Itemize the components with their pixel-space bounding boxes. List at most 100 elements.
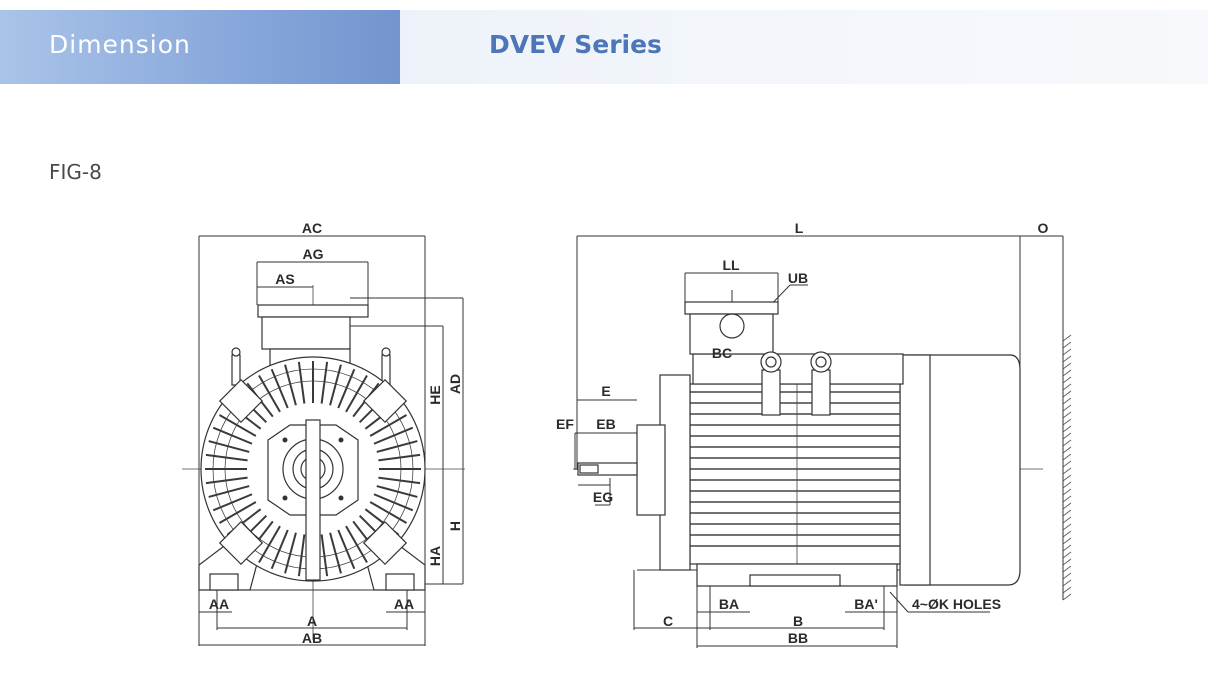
dim-aa-left: AA (209, 596, 229, 612)
fin-line (378, 476, 421, 485)
fin-line (337, 529, 356, 570)
fin-line (369, 414, 408, 437)
hatch-line (1062, 565, 1072, 573)
hatch-line (1062, 460, 1072, 468)
dim-ba: BA (719, 596, 739, 612)
dim-o: O (1038, 220, 1049, 236)
dim-bb: BB (788, 630, 808, 646)
fin-line (218, 414, 257, 437)
fin-line (373, 426, 414, 445)
hatch-line (1062, 341, 1072, 349)
dim-eb: EB (596, 416, 615, 432)
hatch-line (1062, 558, 1072, 566)
fin-line (369, 501, 408, 524)
fin-line (337, 368, 356, 409)
fin-line (208, 485, 250, 498)
fin-line (258, 525, 281, 564)
dim-h: H (447, 521, 463, 531)
hatch-line (1062, 439, 1072, 447)
tab-dimension[interactable]: Dimension (0, 10, 400, 84)
dim-a: A (307, 613, 317, 629)
fin-line (218, 501, 257, 524)
dim-ba-prime: BA' (854, 596, 878, 612)
dim-ef: EF (556, 416, 574, 432)
hatch-line (1062, 481, 1072, 489)
hatch-line (1062, 544, 1072, 552)
dim-c: C (663, 613, 673, 629)
dim-l: L (795, 220, 804, 236)
hatch-line (1062, 432, 1072, 440)
fin-line (212, 493, 253, 512)
fin-line (284, 364, 297, 406)
hatch-line (1062, 502, 1072, 510)
hatch-line (1062, 467, 1072, 475)
hatch-line (1062, 397, 1072, 405)
hatch-line (1062, 418, 1072, 426)
hatch-line (1062, 362, 1072, 370)
figure-label: FIG-8 (49, 160, 102, 184)
dim-e: E (601, 383, 610, 399)
header-bar: Dimension DVEV Series (0, 10, 1208, 84)
dim-ab: AB (302, 630, 322, 646)
hatch-line (1062, 516, 1072, 524)
hatch-line (1062, 572, 1072, 580)
fin-line (329, 364, 342, 406)
hatch-line (1062, 551, 1072, 559)
side-view: L O LL UB BC E EF EB EG C BA B BA' BB 4~… (556, 220, 1072, 648)
hatch-line (1062, 488, 1072, 496)
fin-line (320, 534, 329, 577)
hatch-line (1062, 411, 1072, 419)
fin-line (378, 453, 421, 462)
fin-line (297, 534, 306, 577)
fin-line (345, 374, 368, 413)
hatch-line (1062, 586, 1072, 594)
hatch-line (1062, 593, 1072, 601)
dim-b: B (793, 613, 803, 629)
dim-ub: UB (788, 270, 808, 286)
dim-aa-right: AA (394, 596, 414, 612)
wall-hatching (1062, 334, 1072, 601)
fin-line (208, 440, 250, 453)
hatch-line (1062, 495, 1072, 503)
hatch-line (1062, 376, 1072, 384)
fin-line (376, 485, 418, 498)
hatch-line (1062, 474, 1072, 482)
dim-ad: AD (447, 374, 463, 394)
dim-ac: AC (302, 220, 322, 236)
fin-line (258, 374, 281, 413)
hatch-line (1062, 446, 1072, 454)
dim-ha: HA (427, 546, 443, 566)
fin-line (270, 529, 289, 570)
fin-line (270, 368, 289, 409)
hatch-line (1062, 530, 1072, 538)
dim-ag: AG (303, 246, 324, 262)
hatch-line (1062, 348, 1072, 356)
fin-line (297, 361, 306, 404)
front-view: AC AG AS HE AD H HA AA AA A AB (182, 220, 465, 646)
dim-holes: 4~ØK HOLES (912, 596, 1001, 612)
hatch-line (1062, 509, 1072, 517)
dim-bc: BC (712, 345, 732, 361)
hatch-line (1062, 579, 1072, 587)
fin-line (284, 532, 297, 574)
fin-line (345, 525, 368, 564)
hatch-line (1062, 453, 1072, 461)
fin-line (320, 361, 329, 404)
tab-dimension-label: Dimension (49, 30, 191, 59)
side-cooling-fins (690, 391, 900, 547)
hatch-line (1062, 369, 1072, 377)
fin-line (329, 532, 342, 574)
dim-ll: LL (722, 257, 740, 273)
dim-as: AS (275, 271, 294, 287)
fin-line (205, 453, 248, 462)
dim-eg: EG (593, 489, 613, 505)
dim-he: HE (427, 385, 443, 404)
hatch-line (1062, 355, 1072, 363)
fin-line (212, 426, 253, 445)
hatch-line (1062, 404, 1072, 412)
series-title: DVEV Series (489, 30, 662, 59)
fin-line (205, 476, 248, 485)
hatch-line (1062, 334, 1072, 342)
hatch-line (1062, 537, 1072, 545)
